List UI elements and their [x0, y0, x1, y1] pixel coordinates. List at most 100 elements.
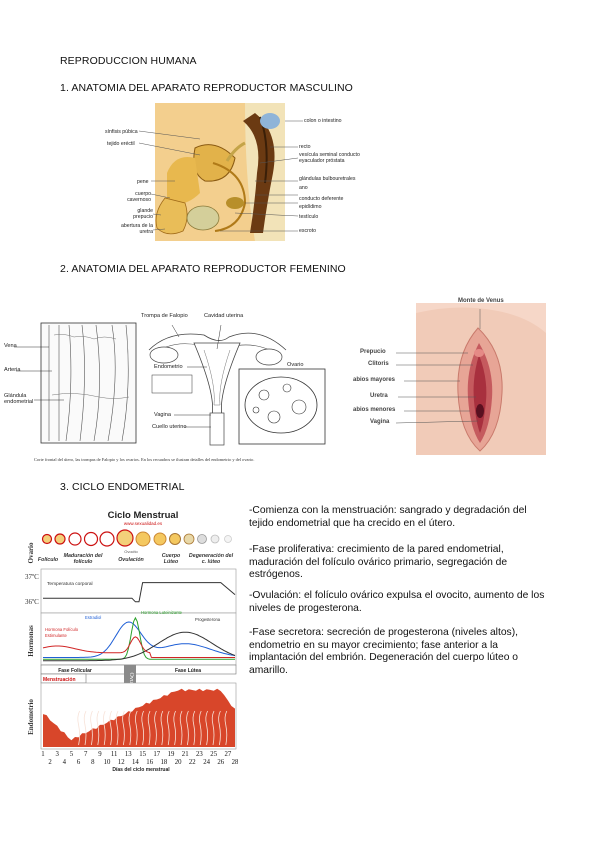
- day-tick-21: 21: [182, 751, 189, 758]
- phase-lutea: Fase Lútea: [175, 668, 201, 674]
- day-tick-12: 12: [118, 759, 125, 766]
- day-tick-2: 2: [48, 759, 52, 766]
- gland-mark: [179, 710, 183, 746]
- male-label-glandulas-bulbouretrales: glándulas bulbouretrales: [299, 176, 356, 182]
- male-anatomy-illustration: [138, 103, 303, 241]
- section-heading-female: 2. ANATOMIA DEL APARATO REPRODUCTOR FEME…: [60, 263, 346, 275]
- section-heading-cycle: 3. CICLO ENDOMETRIAL: [60, 481, 185, 493]
- stage-ovulacion: Ovulación: [118, 557, 144, 563]
- temperature-title: Temperatura corporal: [47, 581, 93, 587]
- progesterona-curve: [43, 631, 236, 662]
- gland-mark: [135, 710, 138, 746]
- vulva-label-labios-menores: abios menores: [353, 407, 396, 413]
- day-tick-22: 22: [189, 759, 196, 766]
- vulva-label-prepucio: Prepucio: [360, 349, 386, 355]
- gland-mark: [218, 710, 221, 746]
- menstrual-cycle-chart: Ciclo Menstrual www.sexualidad.es Ovario…: [23, 503, 239, 775]
- gland-mark: [147, 710, 151, 746]
- male-label-escroto: escroto: [299, 228, 317, 234]
- male-label-vesicula: vesícula seminal conducto eyaculador pró…: [299, 152, 360, 164]
- male-label-epididimo: epidídimo: [299, 204, 322, 210]
- ovocito-label: Ovocito: [124, 549, 138, 554]
- gland-mark: [173, 710, 176, 746]
- gland-mark: [199, 710, 202, 746]
- day-tick-26: 26: [217, 759, 224, 766]
- day-tick-20: 20: [175, 759, 182, 766]
- day-tick-7: 7: [84, 751, 88, 758]
- day-tick-15: 15: [139, 751, 146, 758]
- ovary-axis-label: Ovario: [27, 542, 35, 563]
- lh-curve: [43, 616, 235, 660]
- temp-low-label: 36ºC: [25, 598, 39, 606]
- vulva-illustration: [395, 303, 546, 455]
- day-tick-25: 25: [210, 751, 217, 758]
- gland-mark: [115, 710, 119, 746]
- legend-fsh-line1: Hormona Folículo: [45, 627, 79, 632]
- female-label-arteria: Arteria: [4, 367, 21, 373]
- stage-cuerpo-luteo-line1: Cuerpo: [162, 553, 181, 559]
- day-tick-13: 13: [125, 751, 132, 758]
- female-internal-figure: Trompa de Falopio Cavidad uterina Vena A…: [4, 305, 329, 467]
- day-tick-8: 8: [91, 759, 95, 766]
- gland-mark: [160, 710, 164, 746]
- hormones-axis-label: Hormonas: [27, 625, 35, 657]
- endometrium-glands: [77, 710, 228, 746]
- gland-mark: [77, 710, 80, 746]
- male-label-colon: colon o intestino: [304, 118, 342, 124]
- gland-mark: [154, 710, 157, 746]
- gland-mark: [186, 710, 189, 746]
- legend-progesterona: Progesterona: [195, 617, 221, 622]
- vulva-label-clitoris: Clitoris: [368, 361, 389, 367]
- day-tick-4: 4: [63, 759, 67, 766]
- stage-foliculo: Folículo: [38, 557, 59, 563]
- gland-mark: [122, 710, 125, 746]
- day-tick-14: 14: [132, 759, 139, 766]
- gland-mark: [103, 710, 106, 746]
- temperature-panel: [40, 568, 237, 614]
- stage-maduracion-line1: Maduración del: [64, 553, 103, 559]
- vulva-figure: Monte de Venus Prepucio Clitoris abios m…: [348, 293, 546, 455]
- vulva-label-vagina: Vagina: [370, 419, 390, 425]
- female-figure-caption: Corte frontal del útero, las trompas de …: [34, 457, 255, 462]
- cycle-paragraph-proliferative: -Fase proliferativa: crecimiento de la p…: [249, 544, 508, 581]
- phase-folicular: Fase Folicular: [58, 668, 92, 674]
- stage-degeneracion-line2: c. lúteo: [202, 559, 221, 565]
- cycle-paragraph-ovulation: -Ovulación: el folículo ovárico expulsa …: [249, 590, 545, 614]
- stage-cuerpo-luteo-line2: Lúteo: [164, 559, 179, 565]
- female-internal-illustration: [14, 322, 326, 446]
- female-label-vagina: Vagina: [154, 412, 172, 418]
- day-tick-3: 3: [55, 751, 59, 758]
- gland-mark: [90, 710, 93, 746]
- stage-maduracion-line2: folículo: [74, 559, 94, 565]
- vulva-label-monte-venus: Monte de Venus: [458, 298, 504, 304]
- male-label-abertura-uretra: abertura de la uretra: [120, 223, 153, 235]
- day-tick-10: 10: [104, 759, 111, 766]
- female-label-vena: Vena: [4, 343, 17, 349]
- day-tick-6: 6: [77, 759, 81, 766]
- gland-mark: [167, 710, 170, 746]
- x-axis-title: Días del ciclo menstrual: [112, 767, 170, 773]
- male-label-tejido-erectil: tejido eréctil: [107, 141, 135, 147]
- endometrium-axis-label: Endometrio: [27, 699, 35, 735]
- legend-fsh-line2: Estimulante: [45, 633, 68, 638]
- day-tick-28: 28: [232, 759, 238, 766]
- female-label-glandula-endometrial: Glándula endometrial: [4, 393, 34, 405]
- gland-mark: [192, 710, 196, 746]
- day-tick-18: 18: [161, 759, 168, 766]
- day-tick-16: 16: [146, 759, 153, 766]
- cycle-chart-site: www.sexualidad.es: [124, 521, 163, 526]
- phase-bar: [40, 664, 237, 675]
- cycle-chart-title: Ciclo Menstrual: [108, 510, 179, 521]
- menstruation-label: Menstruación: [43, 677, 76, 683]
- day-tick-17: 17: [153, 751, 160, 758]
- day-tick-24: 24: [203, 759, 210, 766]
- doc-title: REPRODUCCION HUMANA: [60, 55, 197, 67]
- day-tick-5: 5: [70, 751, 74, 758]
- gland-mark: [205, 710, 208, 746]
- day-tick-11: 11: [111, 751, 118, 758]
- fsh-curve: [42, 636, 235, 658]
- temp-high-label: 37ºC: [25, 573, 39, 581]
